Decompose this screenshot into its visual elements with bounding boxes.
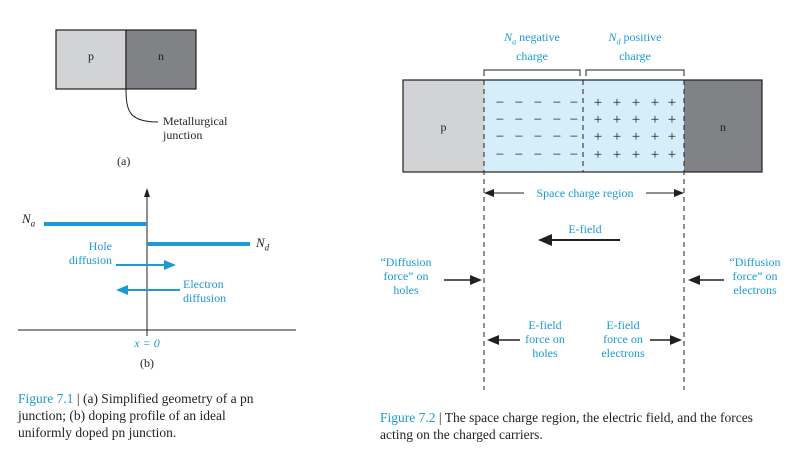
n-region-block — [125, 29, 197, 90]
electron-diffusion-label: Electron diffusion — [183, 277, 227, 305]
space-charge-region-label: Space charge region — [536, 186, 634, 200]
efield-electrons-arrowhead — [670, 335, 682, 345]
plus-sign: + — [594, 95, 602, 111]
plus-sign: + — [632, 147, 640, 163]
hole-diffusion-label: Hole diffusion — [68, 239, 112, 267]
minus-sign: − — [553, 147, 561, 163]
diffusion-electrons-arrowhead — [688, 275, 700, 285]
plus-sign: + — [594, 147, 602, 163]
minus-sign: − — [496, 95, 504, 111]
figure-7-1-caption: Figure 7.1 | (a) Simplified geometry of … — [18, 391, 254, 440]
diffusion-force-holes-label: “Diffusion force” on holes — [380, 255, 432, 297]
plus-sign: + — [594, 129, 602, 145]
na-charge-brace — [483, 69, 581, 76]
minus-sign: − — [570, 95, 578, 111]
efield-force-holes-label: E-field force on holes — [525, 318, 565, 360]
plus-sign: + — [613, 95, 621, 111]
minus-sign: − — [570, 112, 578, 128]
efield-holes-arrowhead — [487, 335, 499, 345]
efield-arrowhead — [538, 234, 552, 246]
minus-sign: − — [534, 112, 542, 128]
minus-sign: − — [570, 129, 578, 145]
n-region-block-2 — [684, 80, 762, 172]
negative-charges: −−−−−−−−−−−−−−−−−−−− — [496, 95, 578, 163]
plus-sign: + — [613, 129, 621, 145]
minus-sign: − — [515, 129, 523, 145]
plus-sign: + — [651, 112, 659, 128]
plus-sign: + — [632, 95, 640, 111]
plus-sign: + — [594, 112, 602, 128]
p-region-block-2 — [403, 80, 484, 172]
plus-sign: + — [668, 95, 676, 111]
minus-sign: − — [534, 147, 542, 163]
minus-sign: − — [553, 95, 561, 111]
na-negative-charge-header: Na negative charge — [504, 30, 560, 64]
minus-sign: − — [534, 95, 542, 111]
minus-sign: − — [515, 147, 523, 163]
fig2-n-label: n — [720, 120, 726, 134]
minus-sign: − — [570, 147, 578, 163]
na-label: Na — [22, 211, 36, 229]
nd-charge-brace — [585, 69, 685, 76]
efield-label: E-field — [568, 222, 602, 236]
plus-sign: + — [651, 147, 659, 163]
nd-label: Nd — [256, 235, 270, 253]
x-zero-label: x = 0 — [134, 336, 160, 350]
plus-sign: + — [613, 112, 621, 128]
figure-7-2-caption: Figure 7.2 | The space charge region, th… — [380, 410, 753, 442]
fig1-n-label: n — [158, 49, 164, 63]
minus-sign: − — [515, 95, 523, 111]
part-a-label: (a) — [117, 154, 131, 168]
diffusion-holes-arrowhead — [470, 275, 482, 285]
plus-sign: + — [668, 112, 676, 128]
positive-charges: ++++++++++++++++++++ — [594, 95, 676, 163]
scr-arrowhead-left — [484, 189, 494, 197]
minus-sign: − — [553, 129, 561, 145]
minus-sign: − — [496, 147, 504, 163]
p-region-block — [55, 29, 127, 90]
junction-label: Metallurgical junction — [163, 114, 228, 142]
diffusion-force-electrons-label: “Diffusion force” on electrons — [729, 255, 781, 297]
junction-leader-line — [125, 88, 159, 123]
plus-sign: + — [651, 129, 659, 145]
plus-sign: + — [651, 95, 659, 111]
space-charge-region-fill — [484, 80, 684, 172]
electron-diffusion-arrowhead — [116, 285, 128, 295]
y-axis-arrowhead — [144, 188, 150, 197]
plus-sign: + — [632, 112, 640, 128]
fig1-p-label: p — [88, 49, 94, 63]
minus-sign: − — [496, 129, 504, 145]
plus-sign: + — [668, 147, 676, 163]
efield-force-electrons-label: E-field force on electrons — [601, 318, 645, 360]
scr-arrowhead-right — [674, 189, 684, 197]
plus-sign: + — [613, 147, 621, 163]
minus-sign: − — [496, 112, 504, 128]
minus-sign: − — [553, 112, 561, 128]
plus-sign: + — [668, 129, 676, 145]
minus-sign: − — [534, 129, 542, 145]
minus-sign: − — [515, 112, 523, 128]
fig2-p-label: p — [440, 120, 447, 134]
plus-sign: + — [632, 129, 640, 145]
nd-positive-charge-header: Nd positive charge — [608, 30, 662, 64]
hole-diffusion-arrowhead — [164, 260, 176, 270]
part-b-label: (b) — [140, 356, 154, 370]
